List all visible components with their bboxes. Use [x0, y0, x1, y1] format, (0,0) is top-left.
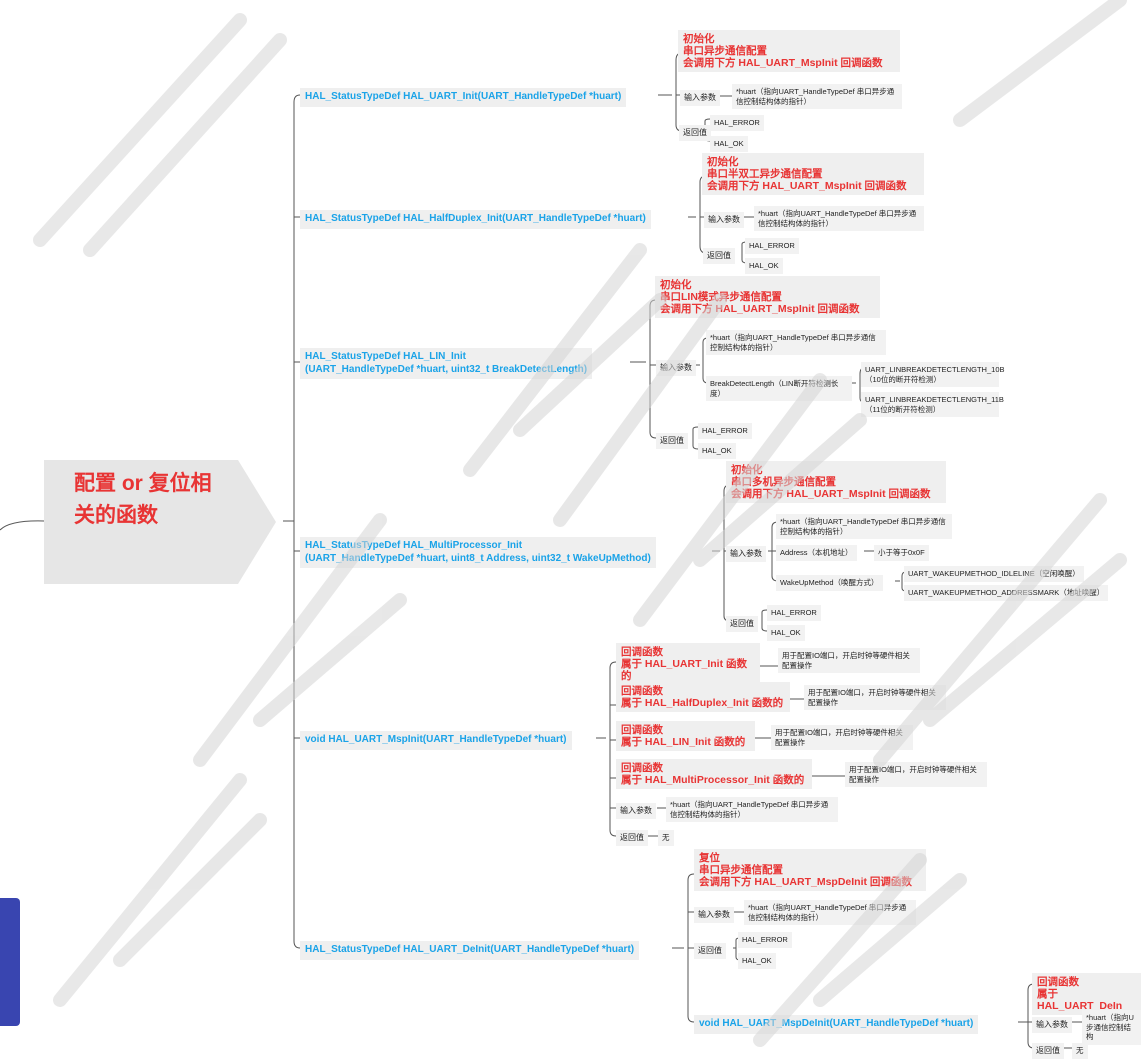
node-huart-param: *huart（指向UART_HandleTypeDef 串口异步通信控制结构体的… [776, 514, 952, 539]
node-address-value: 小于等于0x0F [874, 545, 929, 561]
node-return: 返回值 [694, 943, 726, 959]
node-return-none: 无 [1072, 1043, 1088, 1059]
node-lin-desc: 初始化 串口LIN模式异步通信配置 会调用下方 HAL_UART_MspInit… [655, 276, 880, 318]
node-hal-error: HAL_ERROR [738, 932, 792, 948]
node-input-param: 输入参数 [704, 212, 744, 228]
node-hal-uart-init: HAL_StatusTypeDef HAL_UART_Init(UART_Han… [300, 88, 627, 107]
node-callback-desc: 用于配置IO端口，开启时钟等硬件相关配置操作 [845, 762, 987, 787]
node-huart-param: *huart（指向UART_HandleTypeDef 串口异步通信控制结构体的… [754, 206, 924, 231]
node-callback-lin-init: 回调函数 属于 HAL_LIN_Init 函数的 [616, 721, 755, 751]
node-huart-param: *huart（指向UART_HandleTypeDef 串口异步通信控制结构体的… [732, 84, 902, 109]
node-halfduplex-desc: 初始化 串口半双工异步通信配置 会调用下方 HAL_UART_MspInit 回… [702, 153, 924, 195]
node-wakeup-idleline: UART_WAKEUPMETHOD_IDLELINE（空闲唤醒） [904, 566, 1084, 582]
node-return: 返回值 [656, 433, 688, 449]
node-huart-param: *huart（指向U 步通信控制结构 [1082, 1010, 1141, 1045]
root-topic-text: 配置 or 复位相关的函数 [74, 472, 212, 527]
node-huart-param: *huart（指向UART_HandleTypeDef 串口异步通信控制结构体的… [666, 797, 838, 822]
node-callback-deinit: 回调函数 属于 HAL_UART_DeIn [1032, 973, 1141, 1015]
node-hal-ok: HAL_OK [710, 136, 748, 152]
node-multiprocessor-desc: 初始化 串口多机异步通信配置 会调用下方 HAL_UART_MspInit 回调… [726, 461, 946, 503]
node-return-none: 无 [658, 830, 674, 846]
node-return: 返回值 [616, 830, 648, 846]
node-input-param: 输入参数 [656, 360, 696, 376]
node-huart-param: *huart（指向UART_HandleTypeDef 串口异步通信控制结构体的… [744, 900, 916, 925]
node-return: 返回值 [703, 248, 735, 264]
node-wakeup-addressmark: UART_WAKEUPMETHOD_ADDRESSMARK（地址唤醒） [904, 585, 1109, 601]
node-hal-lin-init: HAL_StatusTypeDef HAL_LIN_Init (UART_Han… [300, 348, 593, 379]
node-return: 返回值 [726, 616, 758, 632]
node-hal-ok: HAL_OK [745, 258, 783, 274]
node-input-param: 输入参数 [726, 546, 766, 562]
node-hal-uart-mspdeinit: void HAL_UART_MspDeInit(UART_HandleTypeD… [694, 1015, 979, 1034]
node-deinit-desc: 复位 串口异步通信配置 会调用下方 HAL_UART_MspDeInit 回调函… [694, 849, 926, 891]
node-callback-desc: 用于配置IO端口，开启时钟等硬件相关配置操作 [778, 648, 920, 673]
node-hal-uart-mspinit: void HAL_UART_MspInit(UART_HandleTypeDef… [300, 731, 572, 750]
node-callback-desc: 用于配置IO端口，开启时钟等硬件相关配置操作 [771, 725, 913, 750]
root-topic: 配置 or 复位相关的函数 [44, 460, 276, 584]
node-hal-multiprocessor-init: HAL_StatusTypeDef HAL_MultiProcessor_Ini… [300, 537, 656, 568]
node-lin-11b: UART_LINBREAKDETECTLENGTH_11B（11位的断开符检测） [861, 392, 1004, 417]
node-callback-multiprocessor-init: 回调函数 属于 HAL_MultiProcessor_Init 函数的 [616, 759, 812, 789]
node-breakdetect-param: BreakDetectLength（LIN断开符检测长度） [706, 376, 852, 401]
node-input-param: 输入参数 [694, 907, 734, 923]
node-hal-uart-deinit: HAL_StatusTypeDef HAL_UART_DeInit(UART_H… [300, 941, 640, 960]
node-hal-error: HAL_ERROR [767, 605, 821, 621]
node-hal-ok: HAL_OK [767, 625, 805, 641]
node-callback-desc: 用于配置IO端口，开启时钟等硬件相关配置操作 [804, 685, 946, 710]
node-input-param: 输入参数 [616, 803, 656, 819]
node-hal-halfduplex-init: HAL_StatusTypeDef HAL_HalfDuplex_Init(UA… [300, 210, 651, 229]
node-hal-error: HAL_ERROR [698, 423, 752, 439]
node-callback-halfduplex-init: 回调函数 属于 HAL_HalfDuplex_Init 函数的 [616, 682, 790, 712]
node-hal-ok: HAL_OK [738, 953, 776, 969]
node-hal-error: HAL_ERROR [745, 238, 799, 254]
node-uart-init-desc: 初始化 串口异步通信配置 会调用下方 HAL_UART_MspInit 回调函数 [678, 30, 900, 72]
node-hal-error: HAL_ERROR [710, 115, 764, 131]
node-lin-10b: UART_LINBREAKDETECTLENGTH_10B（10位的断开符检测） [861, 362, 1005, 387]
node-wakeup-param: WakeUpMethod（唤醒方式） [776, 575, 883, 591]
node-return: 返回值 [1032, 1043, 1064, 1059]
node-input-param: 输入参数 [1032, 1017, 1072, 1033]
node-address-param: Address（本机地址） [776, 545, 857, 561]
node-return: 返回值 [679, 125, 711, 141]
node-huart-param: *huart（指向UART_HandleTypeDef 串口异步通信控制结构体的… [706, 330, 886, 355]
node-input-param: 输入参数 [680, 90, 720, 106]
node-callback-uart-init: 回调函数 属于 HAL_UART_Init 函数的 [616, 643, 760, 685]
side-tab [0, 898, 20, 1026]
node-hal-ok: HAL_OK [698, 443, 736, 459]
